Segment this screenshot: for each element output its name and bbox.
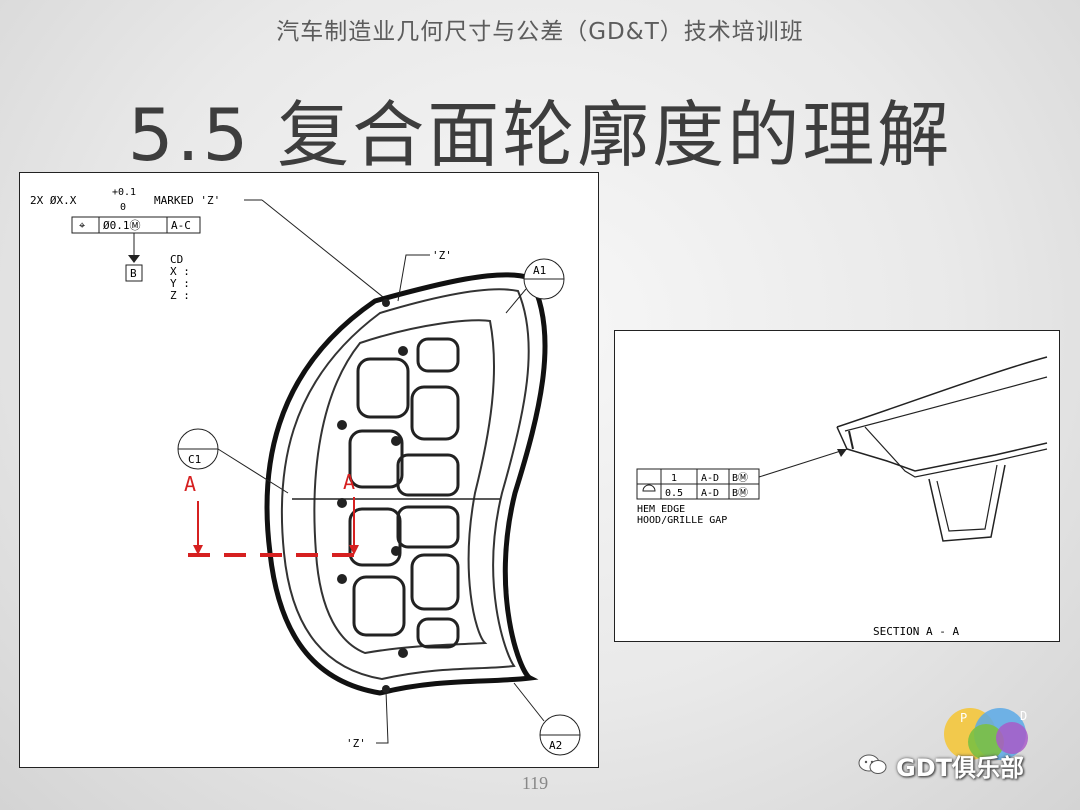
hood-drawing-panel: 2X ØX.X +0.1 0 MARKED 'Z' ⌖ Ø0.1Ⓜ A-C B … bbox=[19, 172, 599, 768]
target-a2: A2 bbox=[549, 739, 562, 752]
hole-note: 2X ØX.X bbox=[30, 194, 77, 207]
x-label: X : bbox=[170, 265, 190, 278]
section-label-left: A bbox=[184, 472, 196, 496]
profile-tol-1: 1 bbox=[671, 473, 677, 484]
position-symbol: ⌖ bbox=[79, 219, 85, 232]
y-label: Y : bbox=[170, 277, 190, 290]
slide-title: 5.5 复合面轮廓度的理解 bbox=[127, 93, 953, 177]
section-caption: SECTION A - A bbox=[873, 625, 959, 638]
tol-minus: 0 bbox=[120, 202, 126, 213]
target-c1: C1 bbox=[188, 453, 201, 466]
z-callout-top: 'Z' bbox=[432, 249, 452, 262]
cd-label: CD bbox=[170, 253, 183, 266]
z-label: Z : bbox=[170, 289, 190, 302]
hood-outline bbox=[264, 272, 548, 696]
profile-mod-2: BⓂ bbox=[732, 487, 748, 499]
fcf-datum: A-C bbox=[171, 219, 191, 232]
gap-note: HOOD/GRILLE GAP bbox=[637, 515, 727, 526]
logo-p: P bbox=[960, 711, 967, 725]
section-view: 1 A-D BⓂ 0.5 A-D BⓂ HEM EDGE HOOD/GRILLE… bbox=[636, 356, 1048, 638]
section-view-panel: 1 A-D BⓂ 0.5 A-D BⓂ HEM EDGE HOOD/GRILLE… bbox=[614, 330, 1060, 642]
wechat-watermark: GDT俱乐部 bbox=[858, 748, 1024, 782]
profile-datums-1: A-D bbox=[701, 473, 719, 484]
datum-b-label: B bbox=[130, 267, 137, 280]
wechat-icon bbox=[858, 754, 887, 774]
profile-datums-2: A-D bbox=[701, 488, 719, 499]
hem-edge-note: HEM EDGE bbox=[637, 504, 685, 515]
tol-plus: +0.1 bbox=[112, 187, 136, 198]
profile-mod-1: BⓂ bbox=[732, 472, 748, 484]
pdca-logo: P D bbox=[944, 708, 1028, 760]
logo-d: D bbox=[1020, 709, 1027, 723]
hood-drawing: 2X ØX.X +0.1 0 MARKED 'Z' ⌖ Ø0.1Ⓜ A-C B … bbox=[30, 187, 581, 756]
watermark-text: GDT俱乐部 bbox=[896, 753, 1024, 782]
z-callout-bottom: 'Z' bbox=[346, 737, 366, 750]
section-label-right: A bbox=[343, 470, 355, 494]
course-header: 汽车制造业几何尺寸与公差（GD&T）技术培训班 bbox=[276, 19, 804, 45]
target-a1: A1 bbox=[533, 264, 546, 277]
marked-note: MARKED 'Z' bbox=[154, 194, 220, 207]
page-number: 119 bbox=[521, 773, 549, 793]
fcf-tolerance: Ø0.1Ⓜ bbox=[103, 219, 141, 232]
profile-tol-2: 0.5 bbox=[665, 488, 683, 499]
